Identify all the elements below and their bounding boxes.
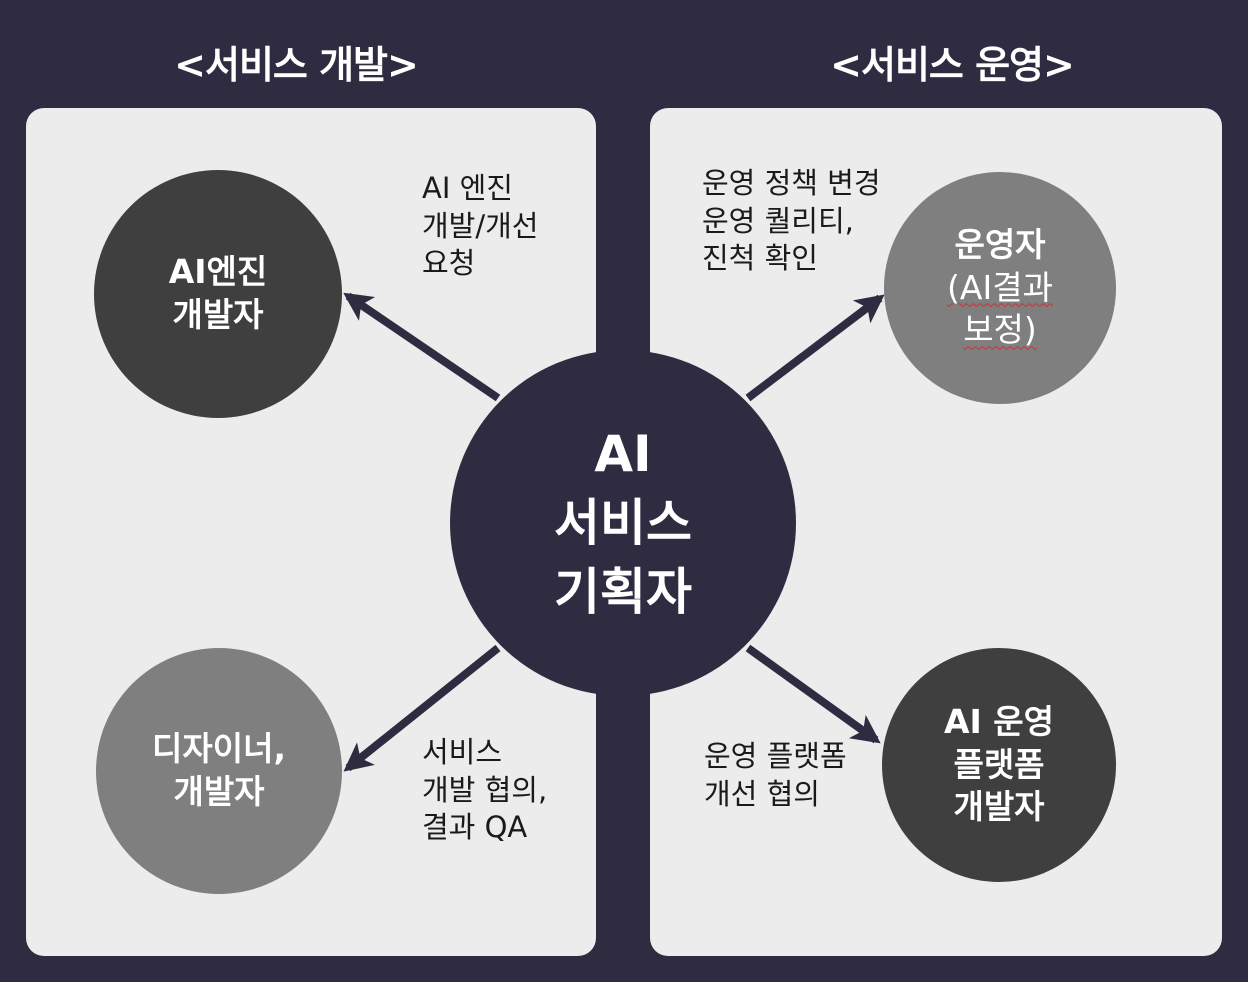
node-label-line: AI엔진 <box>168 252 268 292</box>
edge-label-line: 서비스 <box>422 735 503 769</box>
arrow-to-platform-dev <box>745 644 881 744</box>
node-label-line: 개발자 <box>172 295 264 334</box>
edge-label-line: 개선 협의 <box>704 776 820 811</box>
node-label-line: 플랫폼 <box>953 744 1045 784</box>
section-title-development: <서비스 개발> <box>174 43 419 87</box>
edge-label-line: 운영 정책 변경 <box>702 166 881 200</box>
designer-developer-node: 디자이너, 개발자 <box>96 648 342 894</box>
node-label-line: (AI결과 <box>947 267 1053 307</box>
operator-node: 운영자 (AI결과 보정) <box>884 172 1116 404</box>
edge-label-line: 결과 QA <box>422 810 528 845</box>
node-label-line: 서비스 <box>554 493 692 552</box>
section-title-operation: <서비스 운영> <box>830 43 1075 87</box>
node-label-line: 디자이너, <box>152 729 286 769</box>
node-label-line: 개발자 <box>173 772 265 811</box>
arrow-to-designer-dev <box>343 644 501 772</box>
edge-label-line: 운영 퀄리티, <box>702 203 854 238</box>
arrow-to-operator <box>745 294 885 402</box>
edge-label-line: 운영 플랫폼 <box>704 739 847 773</box>
edge-label-engine-request: AI 엔진 개발/개선 요청 <box>422 170 539 283</box>
edge-label-platform-improve: 운영 플랫폼 개선 협의 <box>704 738 847 813</box>
edge-label-ops-policy: 운영 정책 변경 운영 퀄리티, 진척 확인 <box>702 165 881 278</box>
node-label-line: 보정) <box>963 310 1037 350</box>
node-label-line: 개발자 <box>953 787 1045 827</box>
ai-engine-developer-node: AI엔진 개발자 <box>94 170 342 418</box>
edge-label-line: AI 엔진 <box>422 171 513 205</box>
node-label-line: 운영자 <box>954 224 1046 264</box>
ai-service-planner-node: AI 서비스 기획자 <box>450 350 796 696</box>
edge-label-line: 진척 확인 <box>702 241 818 276</box>
edge-label-dev-consult: 서비스 개발 협의, 결과 QA <box>422 734 547 847</box>
node-label-line: AI 운영 <box>943 701 1055 741</box>
node-label-line: AI <box>594 424 652 483</box>
node-label-line: 기획자 <box>554 562 692 621</box>
ai-platform-developer-node: AI 운영 플랫폼 개발자 <box>882 648 1116 882</box>
edge-label-line: 개발 협의, <box>422 772 548 807</box>
edge-label-line: 요청 <box>422 246 476 281</box>
edge-label-line: 개발/개선 <box>422 208 539 243</box>
arrow-to-ai-engine-dev <box>343 292 501 402</box>
